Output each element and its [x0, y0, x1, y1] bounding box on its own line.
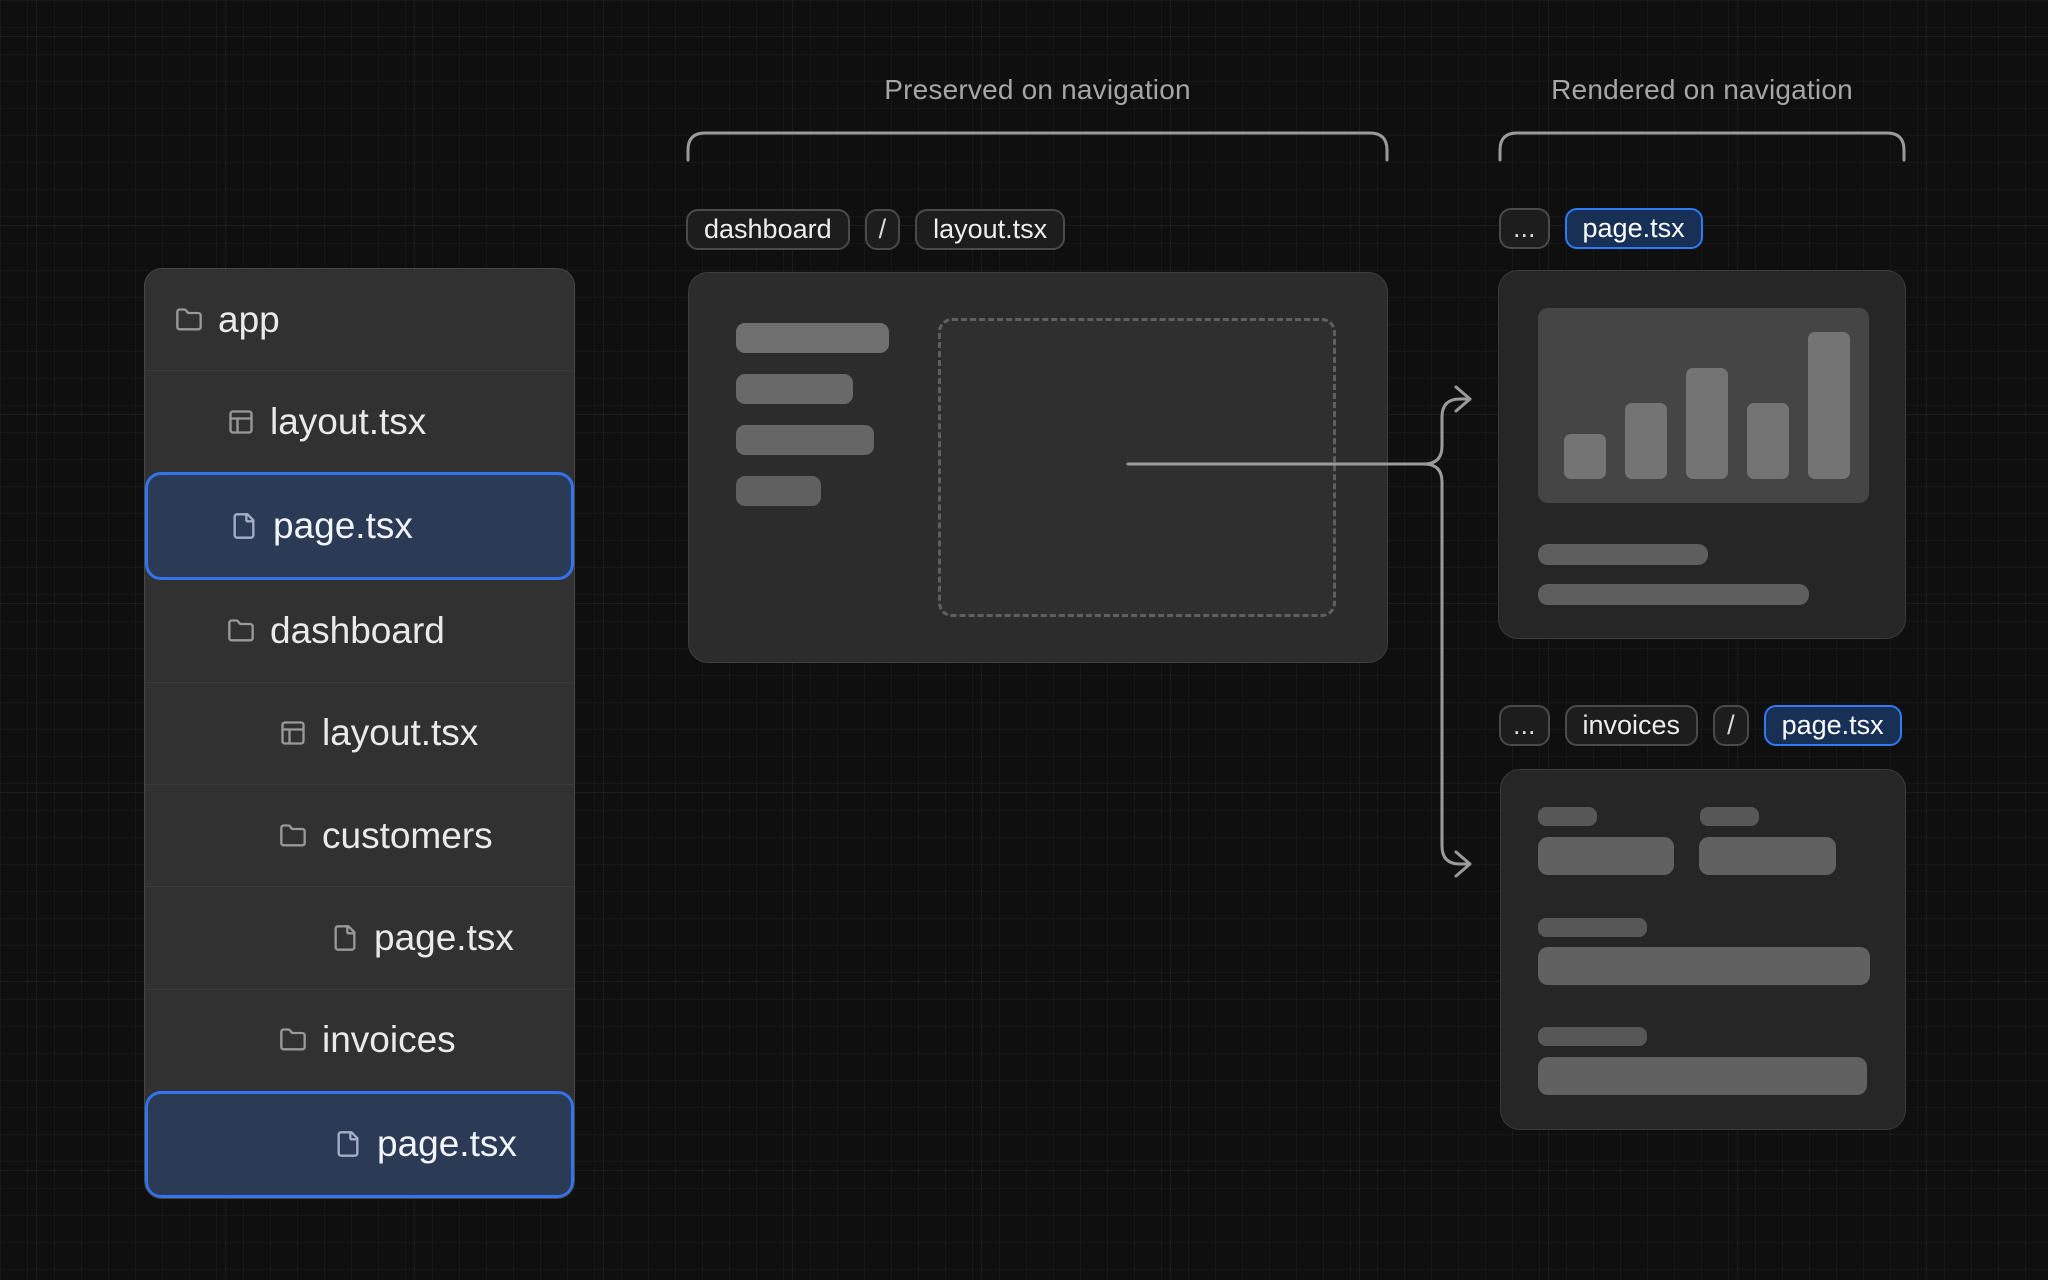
tree-item-dashboard: dashboard [145, 580, 574, 682]
dashboard-page-preview-card [1498, 270, 1906, 639]
skeleton-line [1538, 584, 1809, 605]
tree-item-label: page.tsx [273, 505, 413, 547]
file-tree: app layout.tsx page.tsx dashboard layout.tsx… [144, 268, 575, 1199]
crumb-dashboard: dashboard [686, 209, 850, 250]
skeleton-field [1538, 947, 1870, 985]
tree-item-invoices: invoices [145, 988, 574, 1091]
skeleton-line [1538, 544, 1708, 565]
tree-item-customers-page-tsx: page.tsx [145, 886, 574, 988]
tree-item-customers: customers [145, 784, 574, 886]
tree-item-invoices-page-tsx: page.tsx [145, 1090, 574, 1198]
nav-skeleton-list [736, 323, 889, 506]
skeleton-bar [736, 476, 821, 506]
tree-item-label: customers [322, 814, 493, 856]
crumb-invoices: invoices [1564, 705, 1699, 746]
crumb-layout-tsx: layout.tsx [915, 209, 1066, 250]
crumb-ellipsis: ... [1499, 208, 1550, 249]
tree-item-label: app [218, 298, 280, 340]
chart-bar [1747, 403, 1789, 479]
folder-icon [279, 1026, 307, 1054]
tree-item-label: layout.tsx [270, 400, 427, 442]
tree-item-page-tsx: page.tsx [145, 472, 574, 580]
skeleton-bar [736, 323, 889, 353]
file-icon [331, 924, 359, 952]
arrow-to-form-card [1422, 462, 1472, 878]
tree-item-label: page.tsx [377, 1123, 517, 1165]
crumb-page-tsx: page.tsx [1564, 208, 1703, 249]
chart-bar [1625, 403, 1667, 479]
tree-item-label: dashboard [270, 610, 445, 652]
folder-icon [279, 822, 307, 850]
preserved-section-label: Preserved on navigation [884, 74, 1191, 105]
invoices-page-preview-card [1500, 769, 1906, 1130]
breadcrumb-rendered-top: ... page.tsx [1499, 208, 1703, 249]
skeleton-label [1538, 807, 1597, 826]
file-icon [334, 1130, 362, 1158]
chart-bar [1686, 368, 1728, 479]
skeleton-field [1538, 837, 1674, 875]
tree-item-label: invoices [322, 1019, 456, 1061]
folder-icon [227, 617, 255, 645]
skeleton-label [1538, 1027, 1647, 1046]
rendered-section-label: Rendered on navigation [1551, 74, 1853, 105]
arrowhead-top-icon [1454, 385, 1472, 413]
skeleton-bar [736, 425, 874, 455]
skeleton-field [1699, 837, 1836, 875]
layout-icon [227, 408, 255, 436]
skeleton-bar [736, 374, 853, 404]
page-slot-dashed-box [938, 318, 1336, 617]
crumb-ellipsis: ... [1499, 705, 1550, 746]
skeleton-label [1700, 807, 1759, 826]
tree-item-app: app [145, 269, 574, 370]
layout-preview-card [688, 272, 1388, 663]
preserved-bracket [686, 131, 1389, 162]
chart-bar [1564, 434, 1606, 479]
rendered-bracket [1498, 131, 1906, 162]
file-icon [230, 512, 258, 540]
tree-item-dashboard-layout-tsx: layout.tsx [145, 681, 574, 784]
skeleton-field [1538, 1057, 1867, 1095]
crumb-slash: / [1713, 705, 1749, 746]
crumb-page-tsx: page.tsx [1763, 705, 1902, 746]
layout-icon [279, 719, 307, 747]
breadcrumb-rendered-bottom: ... invoices / page.tsx [1499, 705, 1902, 746]
crumb-slash: / [864, 209, 901, 250]
tree-item-label: page.tsx [374, 916, 514, 958]
tree-item-layout-tsx: layout.tsx [145, 370, 574, 472]
tree-item-label: layout.tsx [322, 712, 479, 754]
bar-chart-skeleton [1538, 308, 1869, 503]
arrowhead-bottom-icon [1454, 850, 1472, 878]
folder-icon [175, 306, 203, 334]
chart-bar [1808, 332, 1850, 479]
skeleton-label [1538, 918, 1647, 937]
breadcrumb-preserved: dashboard / layout.tsx [686, 209, 1066, 250]
